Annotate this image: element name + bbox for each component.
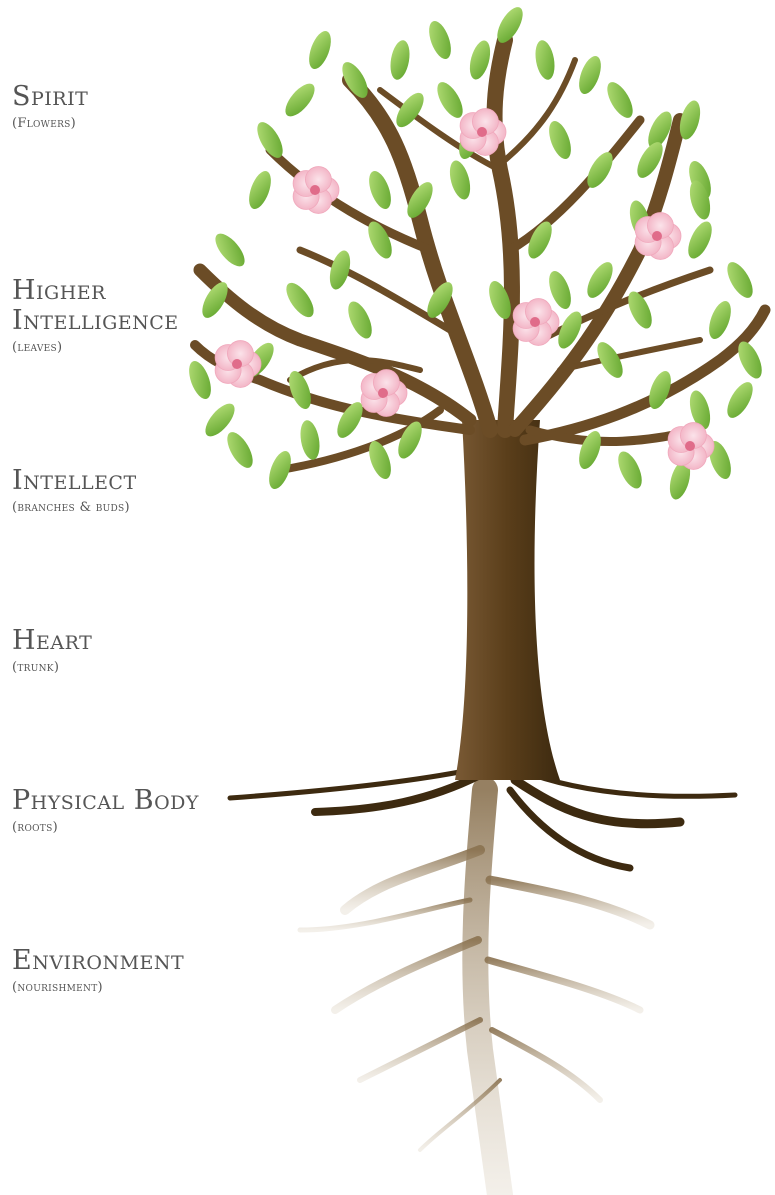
leaf [205, 403, 235, 437]
layer-intellect: Intellect (branches & buds) [12, 465, 137, 516]
leaf [469, 40, 491, 80]
leaf [369, 170, 391, 210]
leaf [618, 451, 642, 489]
leaf [628, 291, 652, 329]
reflected-roots [297, 777, 655, 1195]
leaf [738, 341, 762, 379]
layer-subtitle: (roots) [12, 820, 58, 835]
leaf [286, 282, 314, 318]
leaf [285, 83, 315, 117]
leaf [215, 233, 245, 267]
layer-subtitle: (Flowers) [12, 116, 76, 131]
flower [512, 298, 560, 346]
layer-physical-body: Physical Body (roots) [12, 785, 199, 836]
leaf [597, 342, 623, 378]
layer-title: Physical Body [12, 785, 199, 816]
leaf [449, 160, 471, 200]
leaf [637, 142, 663, 178]
leaf [489, 280, 511, 320]
leaf [348, 301, 372, 339]
roots [227, 767, 738, 872]
leaf [528, 221, 552, 259]
leaf [689, 390, 711, 430]
leaf [202, 282, 228, 318]
layer-spirit: Spirit (Flowers) [12, 81, 89, 132]
leaf [396, 92, 424, 128]
leaf [549, 120, 571, 160]
leaf [535, 40, 555, 80]
flower [634, 212, 682, 260]
leaf [437, 82, 463, 118]
flower [667, 422, 715, 470]
leaf [337, 402, 363, 438]
leaf [579, 430, 601, 470]
leaf [269, 450, 291, 490]
leaf [369, 440, 391, 480]
layer-title: Environment [12, 945, 185, 976]
layer-subtitle: (branches & buds) [12, 500, 130, 515]
leaf [189, 360, 211, 400]
leaf [688, 221, 712, 259]
trunk [455, 420, 560, 780]
leaves [189, 7, 762, 500]
leaf [607, 82, 633, 118]
leaf [398, 421, 422, 459]
layer-title: Heart [12, 625, 93, 656]
leaf [429, 20, 451, 60]
layer-title: Higher Intelligence [12, 275, 179, 336]
leaf [648, 111, 672, 149]
layer-title: Intellect [12, 465, 137, 496]
flower [214, 340, 262, 388]
leaf [689, 180, 711, 220]
layer-subtitle: (trunk) [12, 660, 60, 675]
leaf [249, 170, 271, 210]
leaf [549, 270, 571, 310]
branches [190, 32, 771, 474]
layer-higher-intelligence: Higher Intelligence (leaves) [12, 275, 179, 356]
leaf [669, 460, 691, 500]
leaf [709, 440, 731, 480]
leaf [427, 282, 453, 318]
leaf [289, 370, 311, 410]
leaf [309, 30, 331, 70]
leaf [679, 100, 701, 140]
layer-subtitle: (nourishment) [12, 980, 103, 995]
flower [292, 166, 340, 214]
leaf [300, 420, 320, 460]
flowers [214, 108, 715, 470]
leaf [727, 382, 753, 418]
leaf [257, 122, 283, 158]
leaf [497, 7, 523, 43]
leaf [727, 262, 753, 298]
leaf [709, 300, 731, 340]
layer-environment: Environment (nourishment) [12, 945, 185, 996]
layer-subtitle: (leaves) [12, 340, 63, 355]
leaf [558, 311, 582, 349]
leaf [579, 55, 601, 95]
leaf [587, 152, 613, 188]
layer-heart: Heart (trunk) [12, 625, 93, 676]
leaf [342, 62, 368, 98]
leaf [649, 370, 671, 410]
leaf [368, 221, 392, 259]
flower [459, 108, 507, 156]
leaf [390, 40, 410, 80]
leaf [407, 182, 433, 218]
leaf [329, 250, 351, 290]
flower [360, 369, 408, 417]
leaf [227, 432, 253, 468]
layer-title: Spirit [12, 81, 89, 112]
leaf [587, 262, 613, 298]
